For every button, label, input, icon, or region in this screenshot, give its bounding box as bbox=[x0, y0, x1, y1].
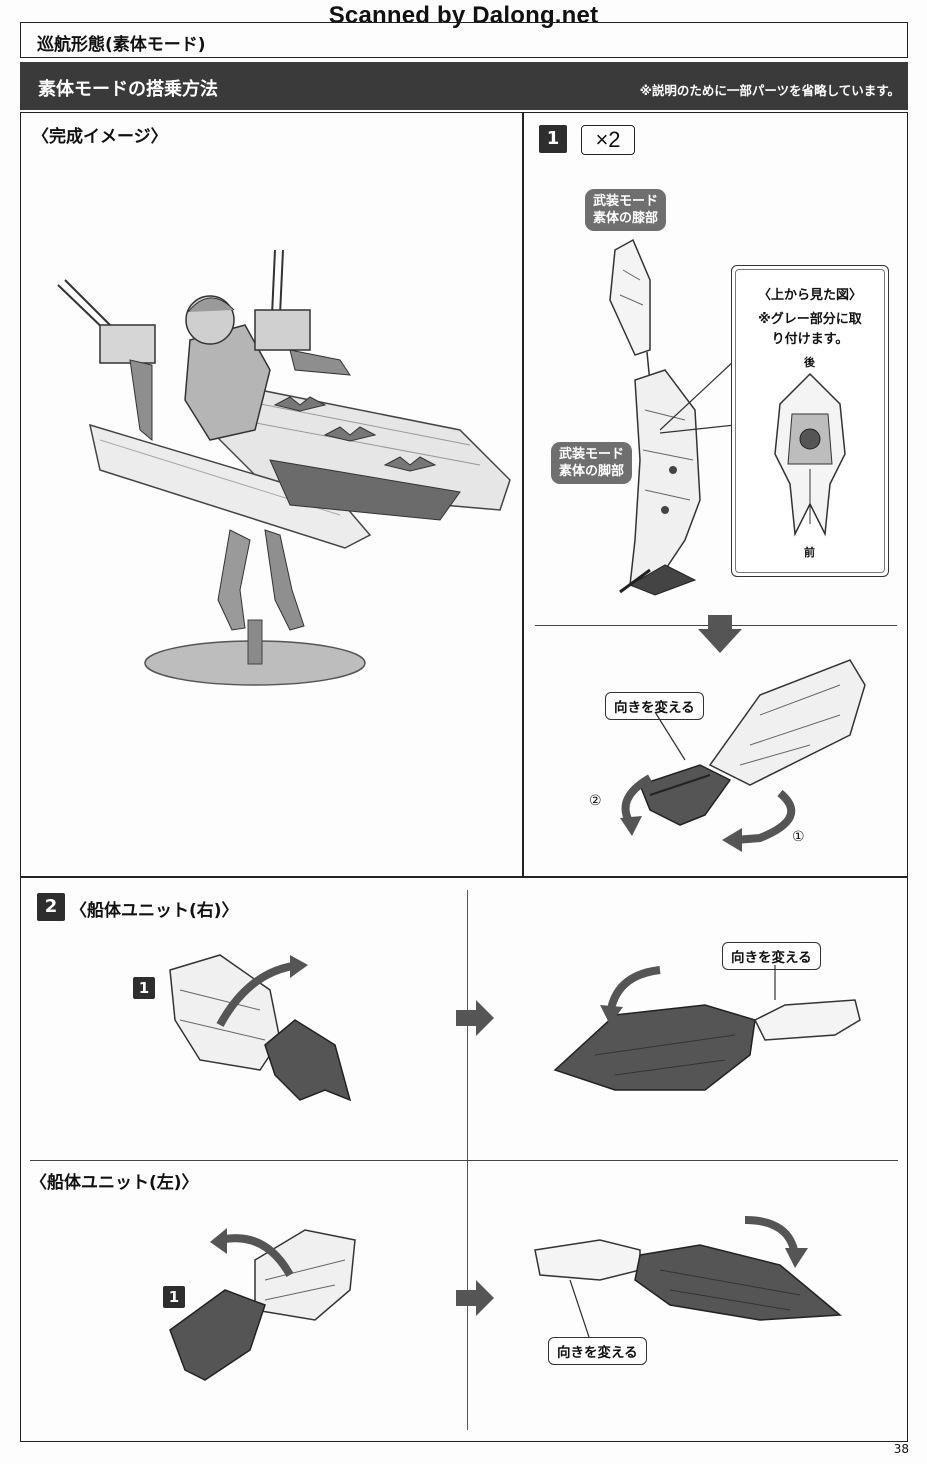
leg-assembly-illustration bbox=[609, 238, 701, 596]
rotation-arrows-icon bbox=[620, 774, 796, 852]
omission-note: ※説明のために一部パーツを省略しています。 bbox=[639, 83, 900, 98]
label-knee-part: 武装モード 素体の膝部 bbox=[585, 189, 667, 231]
turn-callout-step1: 向きを変える bbox=[605, 692, 704, 720]
hull-right-after-illustration bbox=[553, 966, 861, 1091]
inset-note-2: り付けます。 bbox=[771, 332, 849, 347]
inset-title: 〈上から見た図〉 bbox=[757, 288, 862, 303]
callout-pointer-step1 bbox=[654, 711, 686, 761]
divider-step2-sub bbox=[30, 1160, 898, 1161]
complete-image-heading: 〈完成イメージ〉 bbox=[32, 127, 168, 147]
right-arrow-icon-1 bbox=[456, 1000, 494, 1036]
quantity-x2: ×2 bbox=[581, 125, 635, 155]
inset-note-1: ※グレー部分に取 bbox=[758, 312, 862, 327]
hull-right-before-illustration bbox=[169, 954, 352, 1102]
hull-unit-right-heading: 〈船体ユニット(右)〉 bbox=[70, 901, 239, 921]
rotation-step-1: ① bbox=[792, 829, 805, 845]
ref-step-1-left: 1 bbox=[163, 1286, 185, 1308]
step-1-badge: 1 bbox=[539, 125, 567, 153]
section-title: 素体モードの搭乗方法 bbox=[38, 79, 218, 100]
page-title: 巡航形態(素体モード) bbox=[37, 35, 206, 55]
section-header-bar: 素体モードの搭乗方法 ※説明のために一部パーツを省略しています。 bbox=[20, 62, 908, 110]
rotation-step-2: ② bbox=[589, 793, 602, 809]
scan-watermark: Scanned by Dalong.net bbox=[328, 2, 599, 29]
callout-pointer-right bbox=[774, 965, 776, 1000]
top-view-part-illustration bbox=[774, 372, 846, 537]
inset-pointer-lines bbox=[659, 359, 736, 434]
top-view-inset: 〈上から見た図〉 ※グレー部分に取 り付けます。 後 前 bbox=[731, 265, 889, 577]
right-arrow-icon-2 bbox=[456, 1280, 494, 1316]
complete-model-illustration bbox=[57, 249, 511, 686]
step-2-badge: 2 bbox=[37, 893, 65, 921]
turn-callout-right: 向きを変える bbox=[722, 942, 821, 970]
hull-left-before-illustration bbox=[169, 1228, 356, 1381]
hull-unit-left-heading: 〈船体ユニット(左)〉 bbox=[30, 1173, 199, 1193]
inset-back-label: 後 bbox=[804, 356, 815, 369]
inset-front-label: 前 bbox=[804, 546, 815, 559]
instructions-frame bbox=[20, 112, 908, 1442]
down-arrow-icon bbox=[698, 615, 742, 653]
divider-vertical-top bbox=[522, 112, 524, 877]
page-number: 38 bbox=[893, 1442, 909, 1456]
ref-step-1-right: 1 bbox=[133, 977, 155, 999]
hull-left-after-illustration bbox=[534, 1216, 842, 1341]
divider-horizontal-step2 bbox=[20, 876, 908, 878]
page-title-box: 巡航形態(素体モード) bbox=[20, 22, 908, 58]
label-leg-part: 武装モード 素体の脚部 bbox=[551, 442, 633, 484]
turn-callout-left: 向きを変える bbox=[548, 1337, 647, 1365]
rotated-leg-illustration bbox=[639, 659, 866, 826]
